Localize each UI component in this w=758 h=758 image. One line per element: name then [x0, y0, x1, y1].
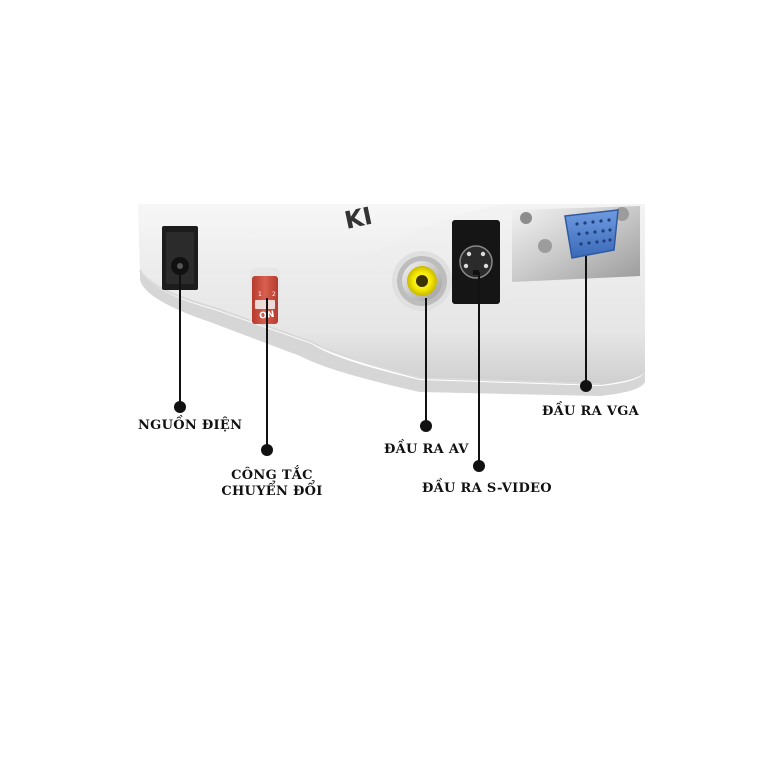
brand-logo: KI — [342, 202, 375, 235]
vga-label: ĐẦU RA VGA — [542, 404, 640, 419]
rca-av-jack — [392, 251, 452, 311]
vga-port — [512, 206, 640, 282]
switch-label-line2: CHUYỂN ĐỔI — [221, 484, 323, 499]
power-callout-line — [179, 270, 181, 406]
av-label: ĐẦU RA AV — [384, 442, 469, 457]
dip-switch: 1 2 ON — [250, 268, 280, 324]
vga-callout-dot — [580, 380, 592, 392]
switch-label: CÔNG TẮC CHUYỂN ĐỔI — [214, 468, 330, 499]
switch-callout-line — [266, 298, 268, 448]
svideo-label: ĐẦU RA S-VIDEO — [422, 481, 552, 496]
av-callout-dot — [420, 420, 432, 432]
power-jack — [162, 226, 198, 290]
svg-text:1: 1 — [258, 291, 262, 298]
switch-label-line1: CÔNG TẮC — [231, 468, 313, 483]
power-callout-dot — [174, 401, 186, 413]
svideo-callout-line — [478, 272, 480, 464]
svg-text:2: 2 — [272, 291, 276, 298]
av-callout-line — [425, 298, 427, 426]
vga-callout-line — [585, 256, 587, 384]
power-label: NGUỒN ĐIỆN — [138, 418, 243, 433]
switch-callout-dot — [261, 444, 273, 456]
device-top-surface — [138, 204, 505, 270]
svideo-callout-dot — [473, 460, 485, 472]
svideo-jack — [452, 220, 500, 304]
